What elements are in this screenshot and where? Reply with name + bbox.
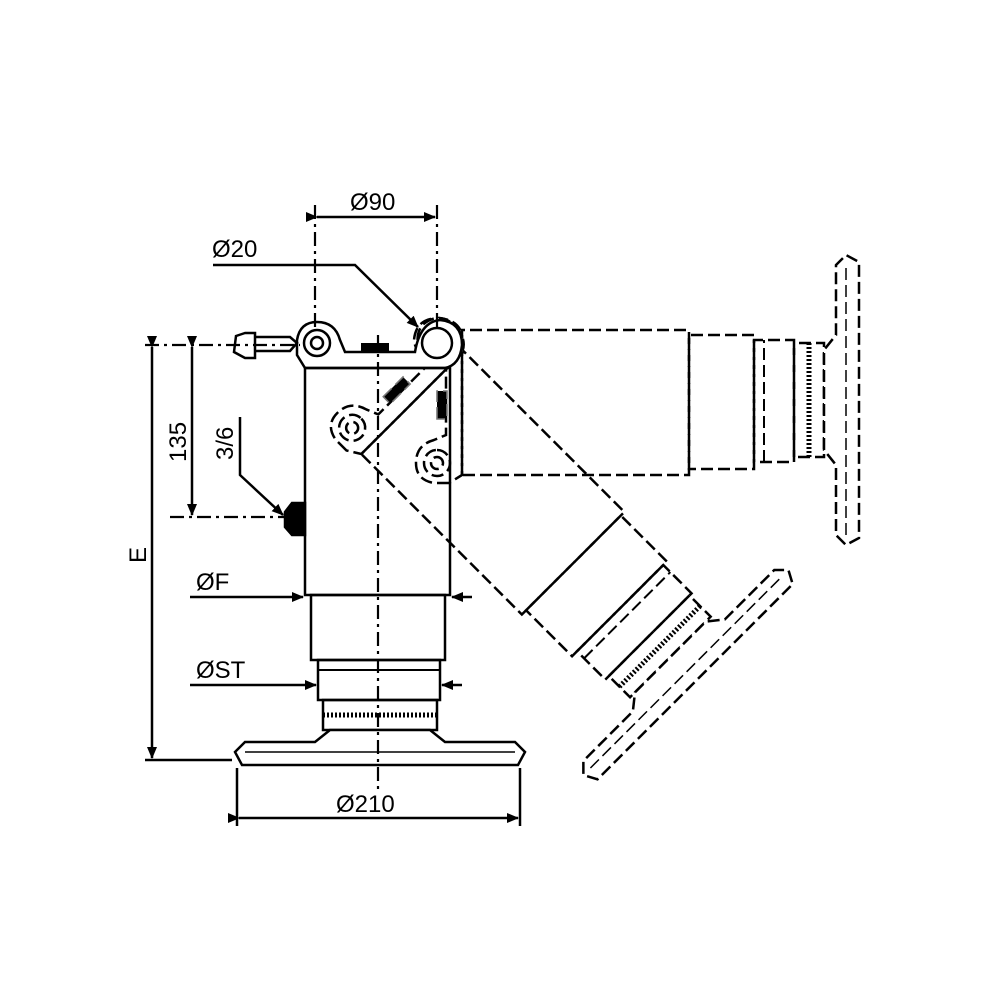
dim-20-label: Ø20 <box>212 236 257 263</box>
dim-135-label: 135 <box>165 422 192 462</box>
dim-F-label: ØF <box>196 569 229 596</box>
port-plug <box>283 501 307 537</box>
dim-20-leader <box>213 263 419 328</box>
swivel-foot-main <box>234 320 525 765</box>
dim-90-label: Ø90 <box>350 189 395 216</box>
dim-210-label: Ø210 <box>336 791 395 818</box>
dim-E-label: E <box>125 547 152 563</box>
ghost-position-diagonal <box>278 265 798 785</box>
grease-fitting <box>232 331 299 360</box>
dim-ST-label: ØST <box>196 657 246 684</box>
port-size-label: 3/6 <box>212 427 239 460</box>
ghost-position-horizontal <box>414 255 859 545</box>
